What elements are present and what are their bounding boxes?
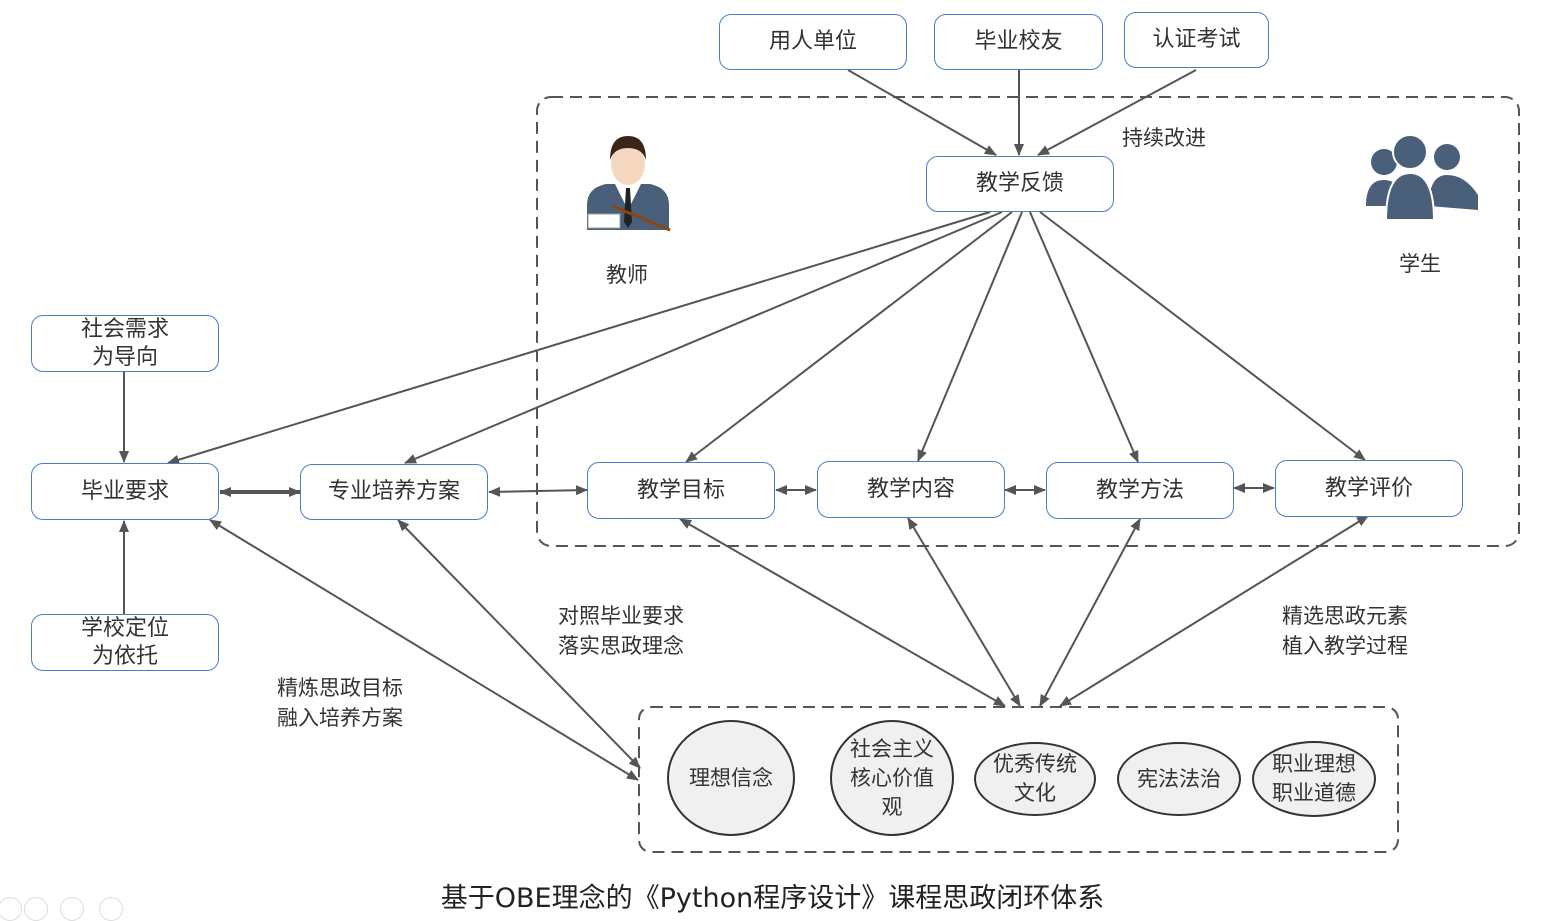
social-demand-box: 社会需求 为导向 <box>31 315 219 372</box>
arrow-method-elements <box>1039 518 1141 707</box>
teacher-label: 教师 <box>606 263 648 287</box>
zoom-icon[interactable] <box>60 897 84 921</box>
student-label: 学生 <box>1399 252 1441 276</box>
select-elements-label: 精选思政元素 植入教学过程 <box>1282 604 1408 658</box>
arrow-evaluation-elements <box>1059 515 1369 707</box>
element-professional-ethics-circle: 职业理想 职业道德 <box>1252 741 1376 817</box>
more-icon[interactable] <box>99 897 123 921</box>
teaching-region-frame <box>536 96 1520 547</box>
arrow-feedback-content <box>917 211 1023 462</box>
arrow-plan-elements <box>397 519 641 769</box>
toolbar-icon-2[interactable] <box>24 897 48 921</box>
students-group-icon <box>1366 134 1478 221</box>
training-plan-box: 专业培养方案 <box>300 464 488 520</box>
source-alumni-box: 毕业校友 <box>934 14 1103 70</box>
arrow-feedback-objective <box>685 211 1013 463</box>
arrow-objective-elements <box>679 518 1006 707</box>
arrow-plan-objective <box>488 485 588 497</box>
element-rule-of-law-circle: 宪法法治 <box>1117 742 1241 816</box>
element-core-values-circle: 社会主义 核心价值 观 <box>830 720 954 836</box>
source-employer-box: 用人单位 <box>719 14 907 70</box>
teaching-objective-box: 教学目标 <box>587 462 775 519</box>
ideology-elements-frame <box>638 706 1399 853</box>
source-certification-box: 认证考试 <box>1124 12 1269 68</box>
element-tradition-circle: 优秀传统 文化 <box>974 742 1096 816</box>
graduation-requirements-box: 毕业要求 <box>31 463 219 520</box>
element-ideals-circle: 理想信念 <box>667 720 795 836</box>
contrast-requirements-label: 对照毕业要求 落实思政理念 <box>558 604 684 658</box>
school-positioning-box: 学校定位 为依托 <box>31 614 219 671</box>
teaching-evaluation-box: 教学评价 <box>1275 460 1463 517</box>
arrow-feedback-evaluation <box>1039 211 1366 461</box>
teaching-method-box: 教学方法 <box>1046 462 1234 519</box>
arrow-feedback-method <box>1029 211 1139 463</box>
arrow-feedback-plan <box>404 211 1003 464</box>
arrow-certification-feedback <box>1037 69 1197 156</box>
teacher-icon <box>587 136 671 232</box>
arrow-employer-feedback <box>847 69 997 156</box>
continuous-improvement-label: 持续改进 <box>1122 126 1206 150</box>
teaching-content-box: 教学内容 <box>817 461 1005 518</box>
teaching-feedback-box: 教学反馈 <box>926 156 1114 212</box>
arrow-content-elements <box>907 517 1021 707</box>
arrow-feedback-graduation <box>167 211 991 465</box>
diagram-caption: 基于OBE理念的《Python程序设计》课程思政闭环体系 <box>440 883 1105 914</box>
refine-objectives-label: 精炼思政目标 融入培养方案 <box>277 676 403 730</box>
